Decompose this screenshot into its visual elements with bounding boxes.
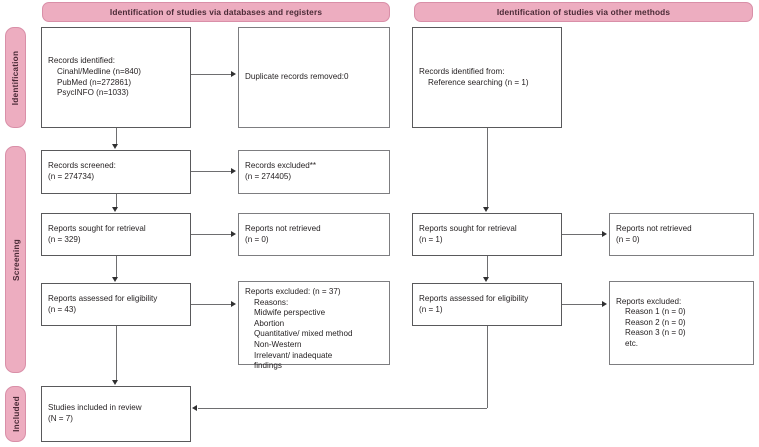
connector-screened-to-excluded (191, 171, 232, 173)
box-records-identified-other: Records identified from: Reference searc… (412, 27, 562, 128)
box-reports-sought-other: Reports sought for retrieval (n = 1) (412, 213, 562, 256)
box-reports-not-retrieved-other-text: Reports not retrieved (n = 0) (616, 223, 692, 244)
box-records-excluded-text: Records excluded** (n = 274405) (245, 161, 317, 181)
arrowhead-sought-to-not-retrieved (231, 230, 236, 237)
arrowhead-identified-to-duplicates (231, 70, 236, 77)
arrowhead-screened-to-sought (112, 207, 119, 212)
arrowhead-assessed-to-excluded (231, 300, 236, 307)
banner-databases-label: Identification of studies via databases … (109, 7, 323, 17)
box-reports-excluded-text: Reports excluded: (n = 37) Reasons: Midw… (245, 287, 353, 371)
box-reports-not-retrieved-other: Reports not retrieved (n = 0) (609, 213, 754, 256)
connector-sought-to-not-retrieved (191, 234, 232, 236)
box-records-screened-text: Records screened: (n = 274734) (48, 161, 116, 181)
connector-assessed-other-to-excluded-other (562, 304, 603, 306)
arrowhead-assessed-to-included (112, 380, 119, 385)
stage-identification-text: Identification (10, 50, 21, 105)
box-duplicate-records-removed: Duplicate records removed:0 (238, 27, 390, 128)
connector-sought-other-to-not-retrieved-other (562, 234, 603, 236)
connector-identified-to-screened (115, 128, 117, 144)
arrowhead-sought-other-to-assessed-other (483, 277, 490, 282)
box-reports-not-retrieved: Reports not retrieved (n = 0) (238, 213, 390, 256)
connector-assessed-other-down (486, 326, 488, 408)
box-records-screened: Records screened: (n = 274734) (41, 150, 191, 194)
connector-screened-to-sought (115, 194, 117, 207)
box-studies-included-text: Studies included in review (N = 7) (48, 403, 142, 423)
banner-other-methods: Identification of studies via other meth… (414, 2, 753, 22)
arrowhead-screened-to-excluded (231, 167, 236, 174)
banner-databases-and-registers: Identification of studies via databases … (42, 2, 390, 22)
stage-label-screening: Screening (5, 146, 26, 373)
box-reports-sought-other-text: Reports sought for retrieval (n = 1) (419, 223, 517, 244)
arrowhead-sought-to-assessed (112, 277, 119, 282)
arrowhead-assessed-other-to-included (192, 404, 197, 411)
box-reports-sought: Reports sought for retrieval (n = 329) (41, 213, 191, 256)
arrowhead-identified-other-to-sought-other (483, 207, 490, 212)
box-reports-sought-text: Reports sought for retrieval (n = 329) (48, 223, 146, 244)
stage-label-included: Included (5, 386, 26, 442)
stage-included-text: Included (10, 396, 21, 432)
box-reports-assessed-text: Reports assessed for eligibility (n = 43… (48, 293, 158, 314)
connector-assessed-to-included (115, 326, 117, 380)
box-duplicate-records-removed-text: Duplicate records removed:0 (245, 72, 349, 82)
box-reports-assessed-other-text: Reports assessed for eligibility (n = 1) (419, 293, 529, 314)
arrowhead-identified-to-screened (112, 144, 119, 149)
connector-assessed-to-excluded (191, 304, 232, 306)
stage-screening-text: Screening (10, 238, 21, 281)
box-reports-assessed: Reports assessed for eligibility (n = 43… (41, 283, 191, 326)
box-records-excluded: Records excluded** (n = 274405) (238, 150, 390, 194)
box-reports-not-retrieved-text: Reports not retrieved (n = 0) (245, 223, 321, 244)
banner-other-methods-label: Identification of studies via other meth… (496, 7, 671, 17)
connector-assessed-other-to-included (198, 408, 487, 410)
box-records-identified-other-text: Records identified from: Reference searc… (419, 66, 529, 87)
box-reports-excluded-other: Reports excluded: Reason 1 (n = 0) Reaso… (609, 281, 754, 365)
connector-sought-other-to-assessed-other (486, 256, 488, 277)
box-records-identified-text: Records identified: Cinahl/Medline (n=84… (48, 56, 141, 98)
box-reports-excluded: Reports excluded: (n = 37) Reasons: Midw… (238, 281, 390, 370)
box-reports-excluded-other-text: Reports excluded: Reason 1 (n = 0) Reaso… (616, 296, 686, 348)
box-records-identified: Records identified: Cinahl/Medline (n=84… (41, 27, 191, 128)
connector-sought-to-assessed (115, 256, 117, 277)
box-studies-included: Studies included in review (N = 7) (41, 386, 191, 442)
arrowhead-sought-other-to-not-retrieved-other (602, 230, 607, 237)
arrowhead-assessed-other-to-excluded-other (602, 300, 607, 307)
connector-identified-other-to-sought-other (486, 128, 488, 207)
box-reports-assessed-other: Reports assessed for eligibility (n = 1) (412, 283, 562, 326)
connector-identified-to-duplicates (191, 74, 232, 76)
stage-label-identification: Identification (5, 27, 26, 128)
